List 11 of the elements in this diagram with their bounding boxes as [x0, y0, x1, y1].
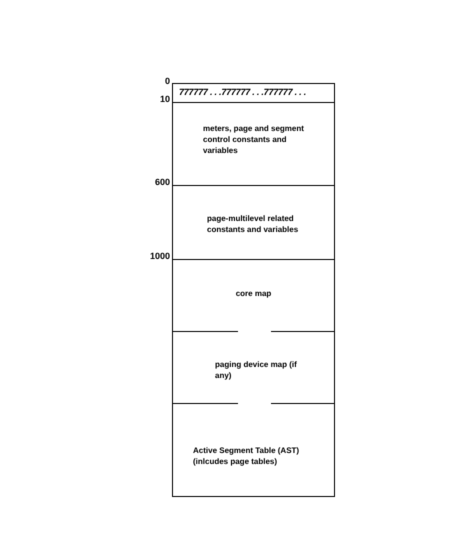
region-label: meters, page and segment control constants and variables [203, 123, 305, 156]
region-label: paging device map (if any) [215, 359, 298, 381]
address-label: 1000 [148, 252, 170, 261]
address-label: 0 [164, 77, 170, 86]
region-label: 777777 . . .777777 . . .777777 . . . [179, 87, 306, 98]
region-label: Active Segment Table (AST) (inlcudes page tables) [193, 445, 300, 467]
address-label: 600 [154, 178, 170, 187]
region-label: core map [236, 288, 272, 299]
address-label: 10 [158, 95, 170, 104]
region-label: page-multilevel related constants and variables [207, 213, 300, 235]
memory-layout-box [172, 83, 335, 497]
